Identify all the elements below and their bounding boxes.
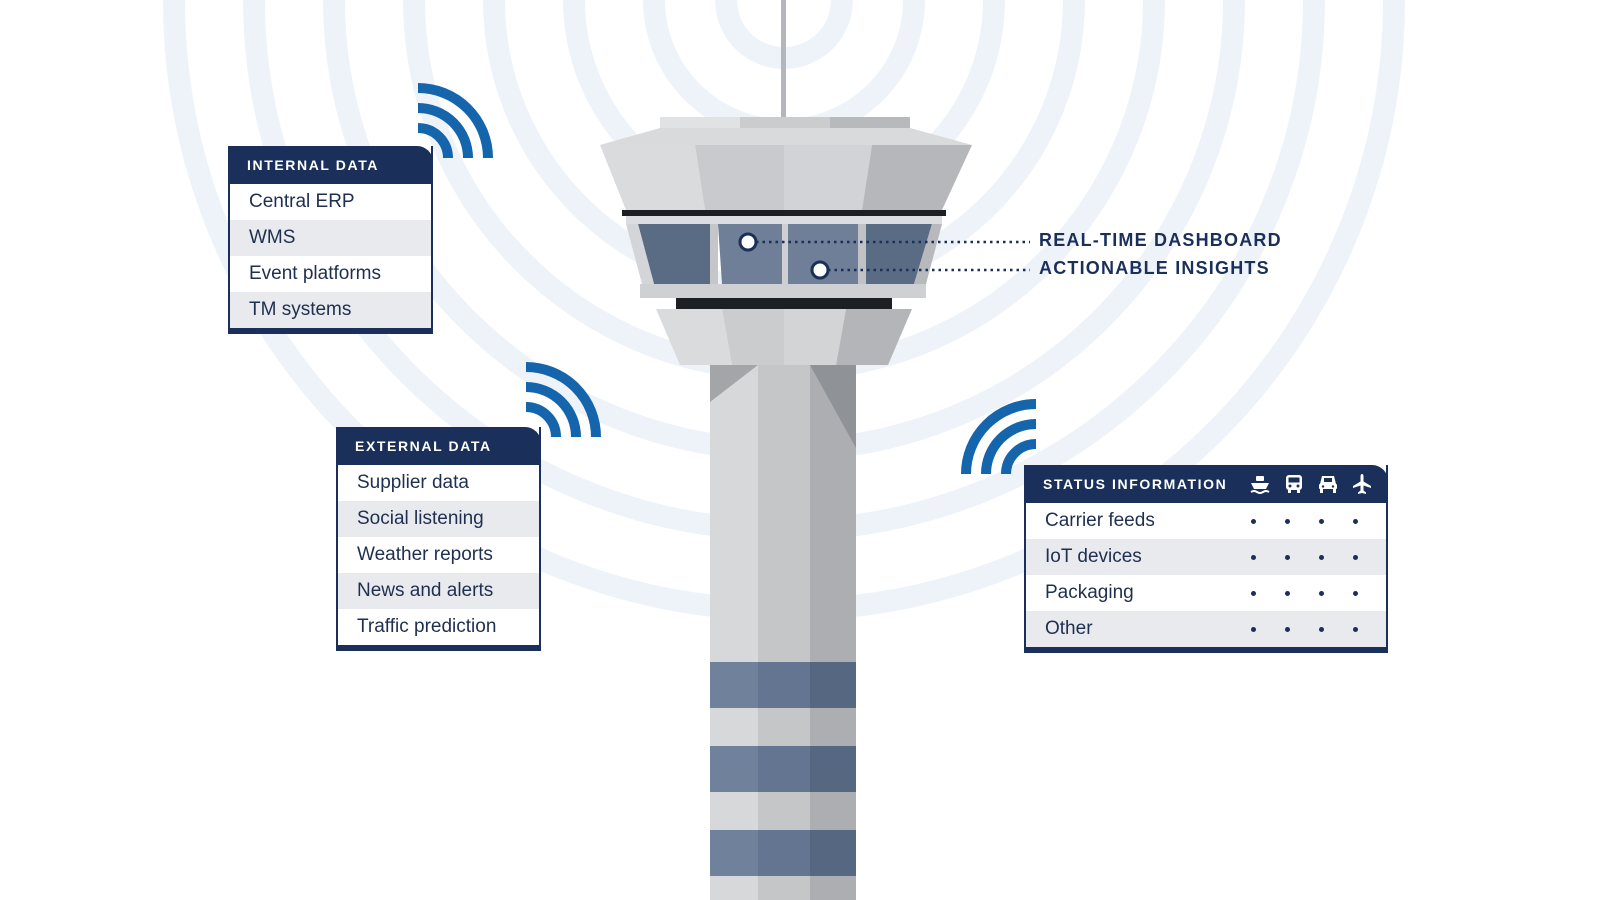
row-label: Packaging [1045, 582, 1134, 603]
row-label: Carrier feeds [1045, 510, 1155, 531]
list-item: Social listening [338, 501, 539, 537]
list-item-label: News and alerts [357, 580, 494, 601]
list-item: News and alerts [338, 573, 539, 609]
insights-marker [810, 260, 830, 280]
availability-dot [1352, 554, 1358, 560]
availability-dot [1250, 554, 1256, 560]
wifi-signal-icon [417, 83, 493, 159]
dashboard-marker [738, 232, 758, 252]
ship-icon [1250, 476, 1270, 494]
list-item: Weather reports [338, 537, 539, 573]
status-information-header: STATUS INFORMATION [1024, 465, 1388, 503]
availability-dot [1250, 590, 1256, 596]
list-item: TM systems [230, 292, 431, 328]
external-data-list: Supplier data Social listening Weather r… [338, 465, 539, 645]
external-data-header: EXTERNAL DATA [336, 427, 541, 465]
availability-dot [1284, 554, 1290, 560]
tower-shaft [710, 365, 856, 900]
table-row: IoT devices [1026, 539, 1386, 575]
list-item: Supplier data [338, 465, 539, 501]
availability-dot [1284, 626, 1290, 632]
callout-connectors [738, 232, 1030, 280]
availability-dot [1352, 626, 1358, 632]
availability-dot [1352, 518, 1358, 524]
internal-data-panel: INTERNAL DATA Central ERP WMS Event plat… [228, 146, 433, 334]
mode-availability-dots [1236, 554, 1386, 560]
external-data-panel: EXTERNAL DATA Supplier data Social liste… [336, 427, 541, 651]
list-item-label: Supplier data [357, 472, 469, 493]
transport-mode-icons [1248, 472, 1388, 496]
tower-cab-upper [600, 145, 972, 216]
availability-dot [1250, 626, 1256, 632]
list-item-label: Social listening [357, 508, 484, 529]
table-row: Other [1026, 611, 1386, 647]
train-icon [1319, 476, 1337, 493]
list-item: Event platforms [230, 256, 431, 292]
list-item-label: Weather reports [357, 544, 493, 565]
availability-dot [1318, 554, 1324, 560]
internal-data-list: Central ERP WMS Event platforms TM syste… [230, 184, 431, 328]
availability-dot [1318, 626, 1324, 632]
mode-availability-dots [1236, 518, 1386, 524]
table-row: Carrier feeds [1026, 503, 1386, 539]
row-label: IoT devices [1045, 546, 1142, 567]
list-item-label: WMS [249, 227, 296, 248]
availability-dot [1352, 590, 1358, 596]
status-information-panel: STATUS INFORMATION [1024, 465, 1388, 653]
mode-availability-dots [1236, 590, 1386, 596]
status-information-title: STATUS INFORMATION [1043, 476, 1228, 492]
table-row: Packaging [1026, 575, 1386, 611]
tower-band [676, 298, 892, 309]
internal-data-header: INTERNAL DATA [228, 146, 433, 184]
list-item: Central ERP [230, 184, 431, 220]
truck-icon [1286, 475, 1302, 493]
availability-dot [1318, 590, 1324, 596]
availability-dot [1250, 518, 1256, 524]
wifi-signal-icon [961, 399, 1037, 475]
availability-dot [1284, 518, 1290, 524]
status-information-list: Carrier feeds IoT devices Packag [1026, 503, 1386, 647]
availability-dot [1318, 518, 1324, 524]
list-item-label: Event platforms [249, 263, 381, 284]
availability-dot [1284, 590, 1290, 596]
actionable-insights-label: ACTIONABLE INSIGHTS [1039, 258, 1270, 278]
tower-shaft-stripes [710, 662, 856, 876]
real-time-dashboard-label: REAL-TIME DASHBOARD [1039, 230, 1282, 250]
internal-data-title: INTERNAL DATA [247, 157, 380, 173]
tower-windows [626, 216, 942, 298]
list-item-label: Traffic prediction [357, 616, 497, 637]
external-data-title: EXTERNAL DATA [355, 438, 492, 454]
tower-cab-lower [656, 309, 912, 365]
tower-antenna [781, 0, 786, 120]
list-item: WMS [230, 220, 431, 256]
airplane-icon [1353, 474, 1371, 494]
list-item-label: TM systems [249, 299, 352, 320]
list-item: Traffic prediction [338, 609, 539, 645]
row-label: Other [1045, 618, 1093, 639]
wifi-signal-icon [525, 362, 601, 438]
tower-roof-cap [600, 117, 972, 145]
mode-availability-dots [1236, 626, 1386, 632]
list-item-label: Central ERP [249, 191, 355, 212]
